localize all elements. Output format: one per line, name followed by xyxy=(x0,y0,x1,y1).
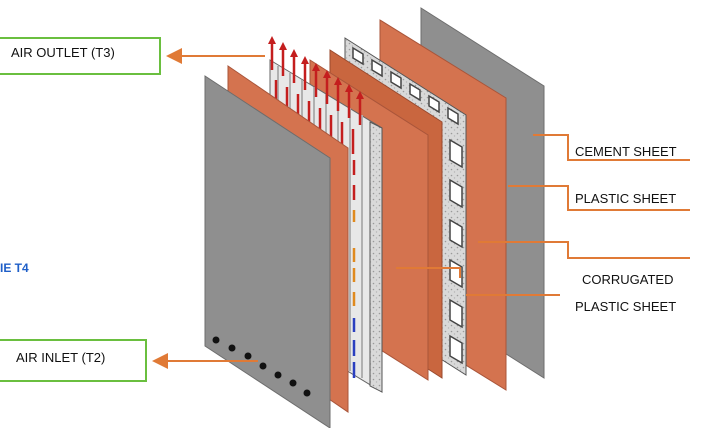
frame-callout xyxy=(478,241,690,259)
air-outlet-box xyxy=(0,37,161,75)
corrugated-label-line2: PLASTIC SHEET xyxy=(575,299,677,314)
label-boxes xyxy=(0,37,161,382)
plastic-sheet-label: PLASTIC SHEET xyxy=(575,191,677,206)
air-inlet-label: AIR INLET (T2) xyxy=(16,350,106,365)
callout-lines xyxy=(152,48,690,369)
front-cement-sheet xyxy=(204,75,331,428)
plastic-sheet-callout xyxy=(508,185,690,211)
air-flow-arrows xyxy=(268,36,364,378)
air-outlet-label: AIR OUTLET (T3) xyxy=(11,45,115,60)
air-inlet-holes xyxy=(212,336,311,397)
partial-t4-label: IE T4 xyxy=(0,261,29,275)
air-inlet-box xyxy=(0,339,147,382)
cement-sheet-callout xyxy=(533,134,690,161)
corrugated-callout-upper xyxy=(396,267,461,278)
cement-sheet-label: CEMENT SHEET xyxy=(575,144,677,159)
corrugated-label-line1: CORRUGATED xyxy=(582,272,674,287)
